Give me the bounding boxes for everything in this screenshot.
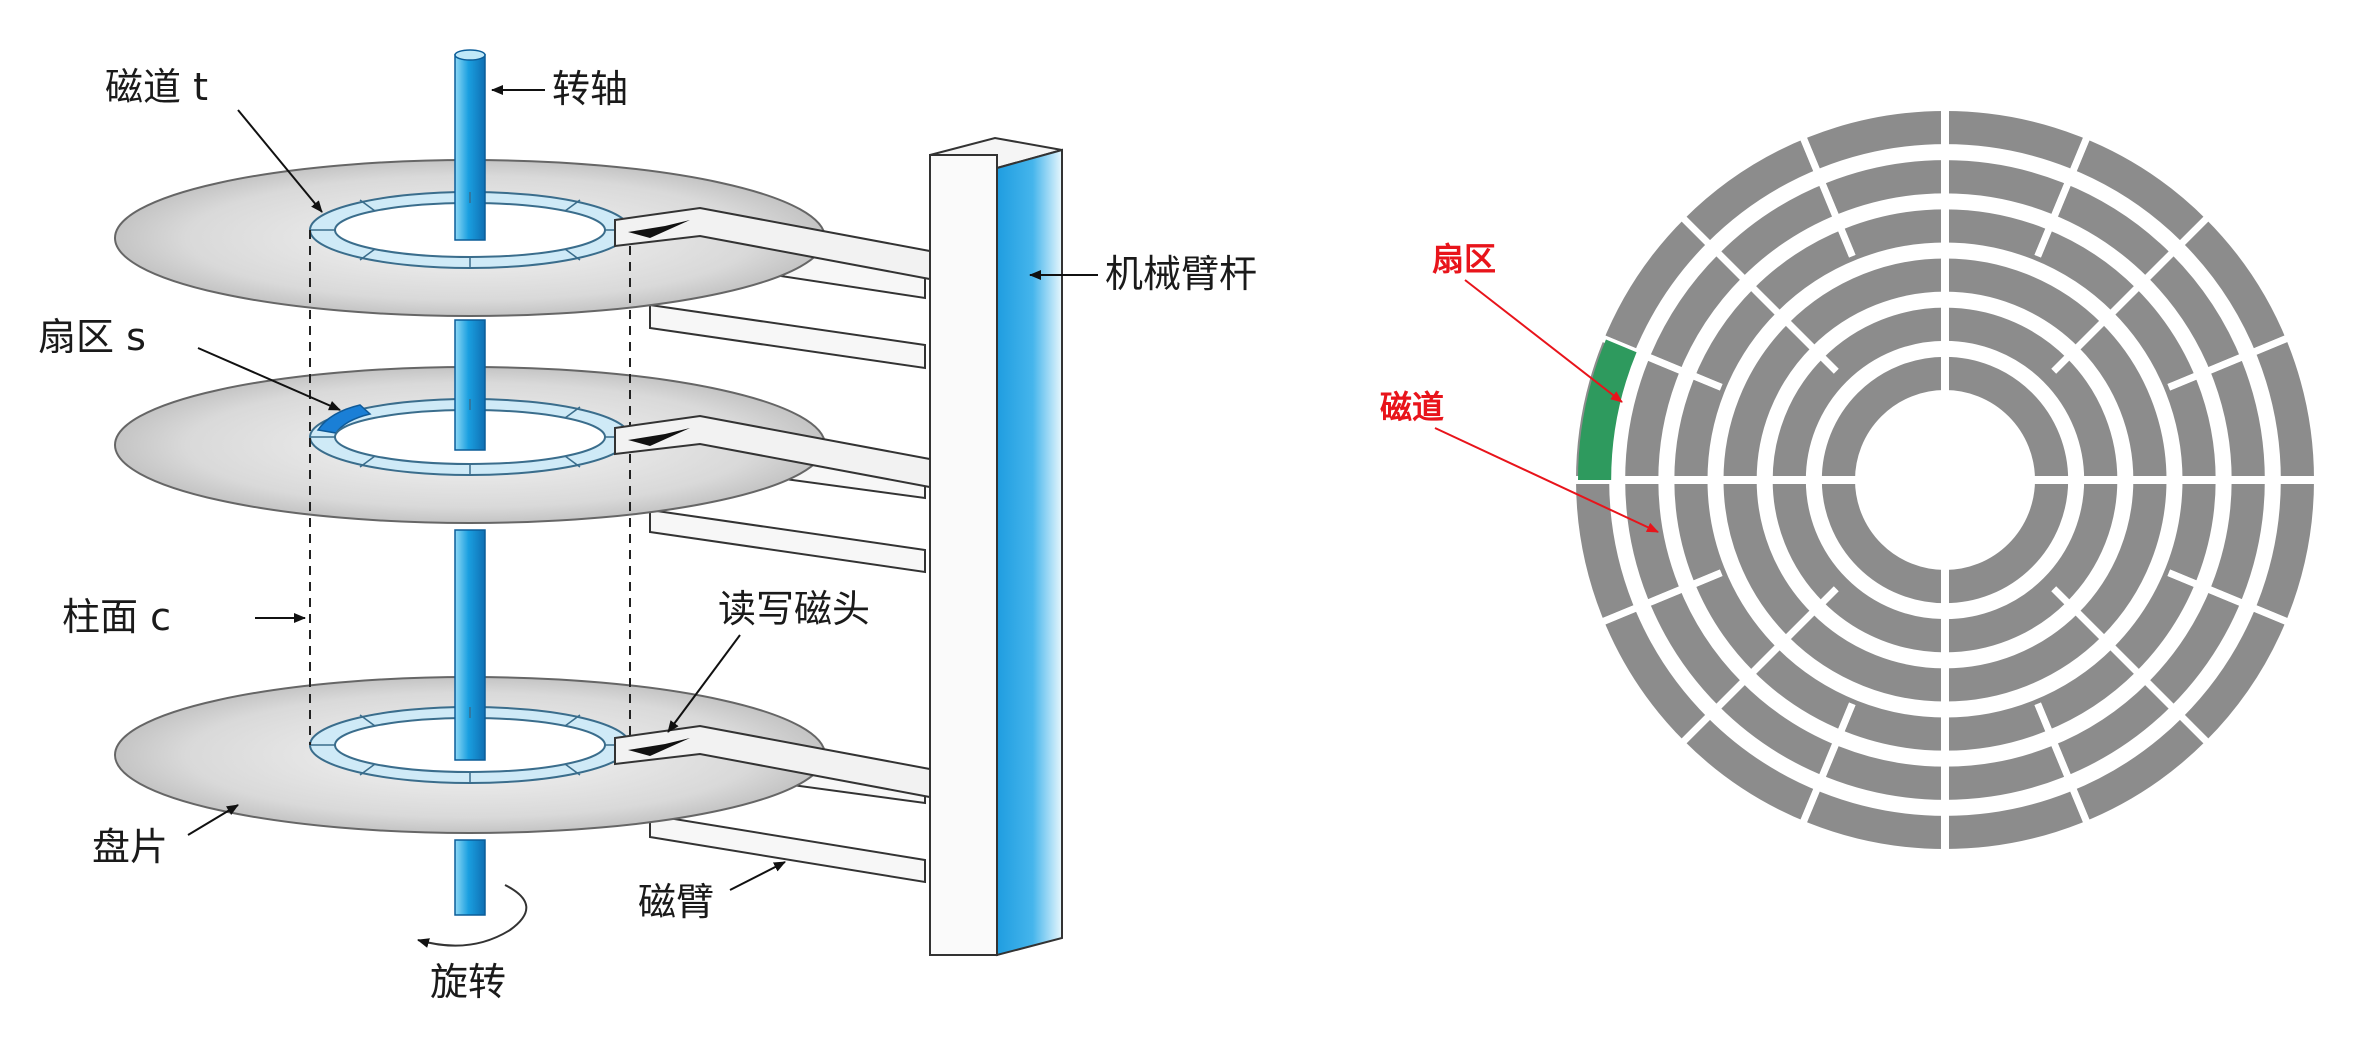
red-callout-arrows (1434, 279, 1659, 533)
label-track-red: 磁道 (1380, 388, 1444, 426)
disk-3d-diagram: 磁道 t 转轴 机械臂杆 扇区 s 柱面 c 读写磁头 盘片 磁臂 旋转 (38, 49, 1257, 1004)
track-ring (1821, 356, 2069, 604)
rotation-arrow (417, 884, 528, 948)
read-write-heads (614, 206, 936, 800)
sector-divider (1592, 569, 1723, 629)
sector-divider (2051, 586, 2217, 752)
sector-divider (1796, 702, 1856, 833)
label-spindle: 转轴 (552, 67, 628, 111)
spindle-mid-top (454, 319, 486, 451)
sector-divider (1796, 127, 1856, 258)
highlighted-sector (1578, 339, 1637, 480)
label-rw-head: 读写磁头 (718, 587, 870, 631)
sector-divider (1673, 586, 1839, 752)
sector-divider (2051, 208, 2217, 374)
label-track: 磁道 t (105, 65, 208, 109)
sector-dividers (1565, 100, 2325, 860)
sector-divider (2167, 569, 2298, 629)
label-rotation: 旋转 (430, 960, 506, 1004)
label-arm-assembly: 机械臂杆 (1105, 252, 1257, 296)
spindle-mid-bottom (454, 529, 486, 761)
label-platter: 盘片 (92, 825, 168, 869)
spindle-bottom (454, 839, 486, 916)
sector-divider (2034, 127, 2094, 258)
disk-top-view-diagram: 扇区 磁道 (1380, 100, 2325, 860)
sector-divider (2034, 702, 2094, 833)
arm-post (929, 136, 1063, 957)
callout-arrows (187, 85, 1098, 891)
sector-divider (2167, 331, 2298, 391)
label-sector-red: 扇区 (1432, 240, 1496, 278)
sector-divider (1592, 331, 1723, 391)
label-sector: 扇区 s (38, 315, 146, 359)
spindle-top (454, 54, 486, 241)
label-arm: 磁臂 (638, 880, 714, 924)
cylinder-dashed-outline (309, 230, 631, 745)
sector-highlight (316, 404, 372, 434)
label-cylinder: 柱面 c (62, 595, 171, 639)
sector-divider (1673, 208, 1839, 374)
